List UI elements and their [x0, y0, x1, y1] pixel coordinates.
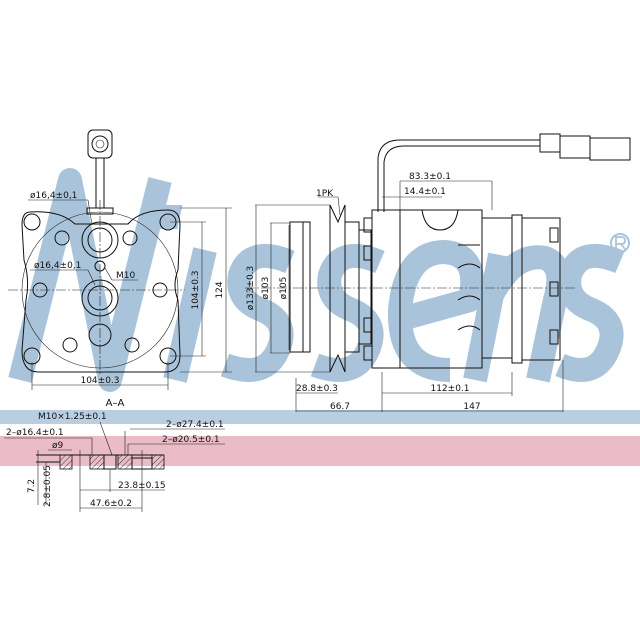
- section-view: [4, 421, 225, 512]
- nissens-watermark-logo: [8, 168, 630, 392]
- registered-mark-icon: [610, 233, 630, 253]
- dim-2-8-label: 2.8±0.05: [43, 465, 53, 507]
- dim-47-label: 47.6±0.2: [90, 499, 132, 509]
- dim-66-label: 66.7: [330, 402, 350, 412]
- dim-83-label: 83.3±0.1: [409, 172, 451, 182]
- height-outer-label: 124: [215, 281, 225, 298]
- dim-147-label: 147: [463, 402, 480, 412]
- dia-103-label: ø103: [261, 277, 271, 300]
- dia-9-label: ø9: [52, 441, 64, 451]
- section-thread-label: M10×1.25±0.1: [38, 412, 107, 422]
- belt-label: 1PK: [316, 189, 334, 199]
- port-bottom-diameter-label: ø16,4±0,1: [34, 261, 81, 271]
- thread-label: M10: [116, 271, 135, 281]
- height-inner-label: 104±0.3: [191, 270, 201, 309]
- holes-16-label: 2–ø16.4±0.1: [6, 428, 64, 438]
- dim-7-label: 7.2: [27, 479, 37, 493]
- dim-112-label: 112±0.1: [430, 384, 469, 394]
- blue-band: [0, 410, 640, 424]
- dim-14-label: 14.4±0.1: [404, 187, 446, 197]
- dim-23-label: 23.8±0.15: [118, 481, 166, 491]
- width-label: 104±0.3: [80, 376, 119, 386]
- port-top-diameter-label: ø16,4±0,1: [30, 191, 77, 201]
- dim-28-label: 28.8±0.3: [296, 384, 338, 394]
- side-view: [245, 133, 631, 412]
- dia-133-label: ø133±0.3: [246, 266, 256, 311]
- section-label: A–A: [106, 398, 125, 409]
- dia-105-label: ø105: [279, 277, 289, 300]
- holes-20-label: 2–ø20.5±0.1: [162, 435, 220, 445]
- holes-27-label: 2–ø27.4±0.1: [166, 420, 224, 430]
- front-view: [8, 129, 232, 390]
